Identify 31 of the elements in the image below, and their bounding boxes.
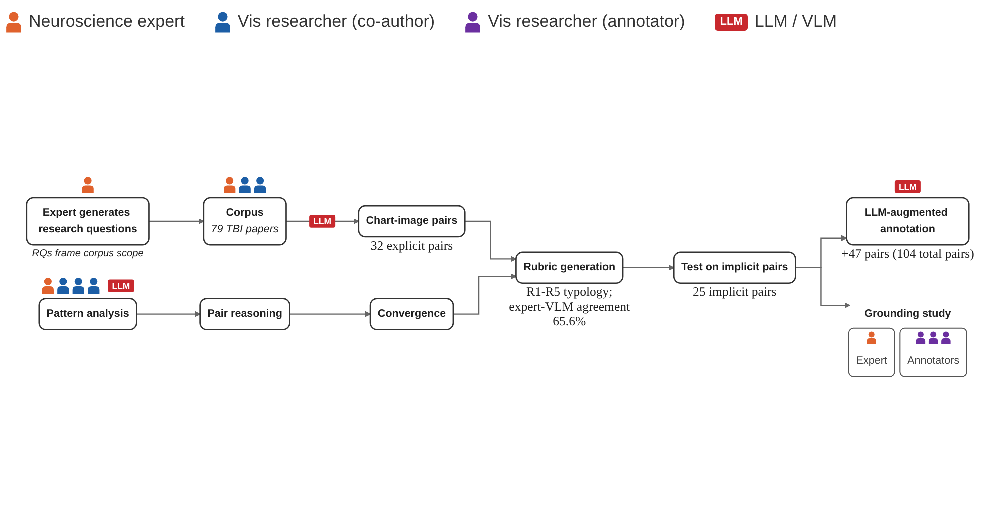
llm-tag: LLM — [894, 180, 921, 194]
process-box: Convergence — [370, 298, 454, 330]
process-box: Chart-image pairs — [358, 205, 466, 238]
note-text: RQs frame corpus scope — [32, 247, 144, 260]
arrow — [149, 218, 204, 224]
llm-tag: LLM — [715, 14, 748, 30]
process-box: Pair reasoning — [200, 298, 290, 330]
arrow — [465, 220, 517, 262]
process-box: LLM-augmented annotation — [846, 197, 970, 246]
llm-tag: LLM — [310, 215, 336, 228]
process-box: Rubric generation — [516, 252, 624, 284]
role-box: Expert — [848, 328, 896, 378]
result-text: +47 pairs (104 total pairs) — [842, 247, 974, 262]
arrow — [796, 267, 850, 309]
process-box: Pattern analysis — [38, 298, 138, 330]
role-box: Annotators — [900, 328, 968, 378]
legend-label: Neuroscience expert — [29, 12, 185, 32]
process-box: Expert generates research questions — [26, 197, 150, 246]
process-box: Test on implicit pairs — [673, 252, 796, 284]
arrow — [290, 311, 372, 318]
process-box: Corpus 79 TBI papers — [203, 197, 287, 246]
result-text: 32 explicit pairs — [370, 239, 454, 254]
arrow — [623, 264, 675, 271]
legend-label: Vis researcher (co-author) — [238, 12, 436, 32]
legend-label: Vis researcher (annotator) — [488, 12, 686, 32]
arrow — [453, 274, 517, 315]
section-heading: Grounding study — [864, 307, 952, 322]
result-text: 25 implicit pairs — [693, 285, 777, 300]
arrow — [136, 311, 201, 318]
llm-tag: LLM — [108, 280, 134, 292]
legend-label: LLM / VLM — [754, 12, 838, 32]
